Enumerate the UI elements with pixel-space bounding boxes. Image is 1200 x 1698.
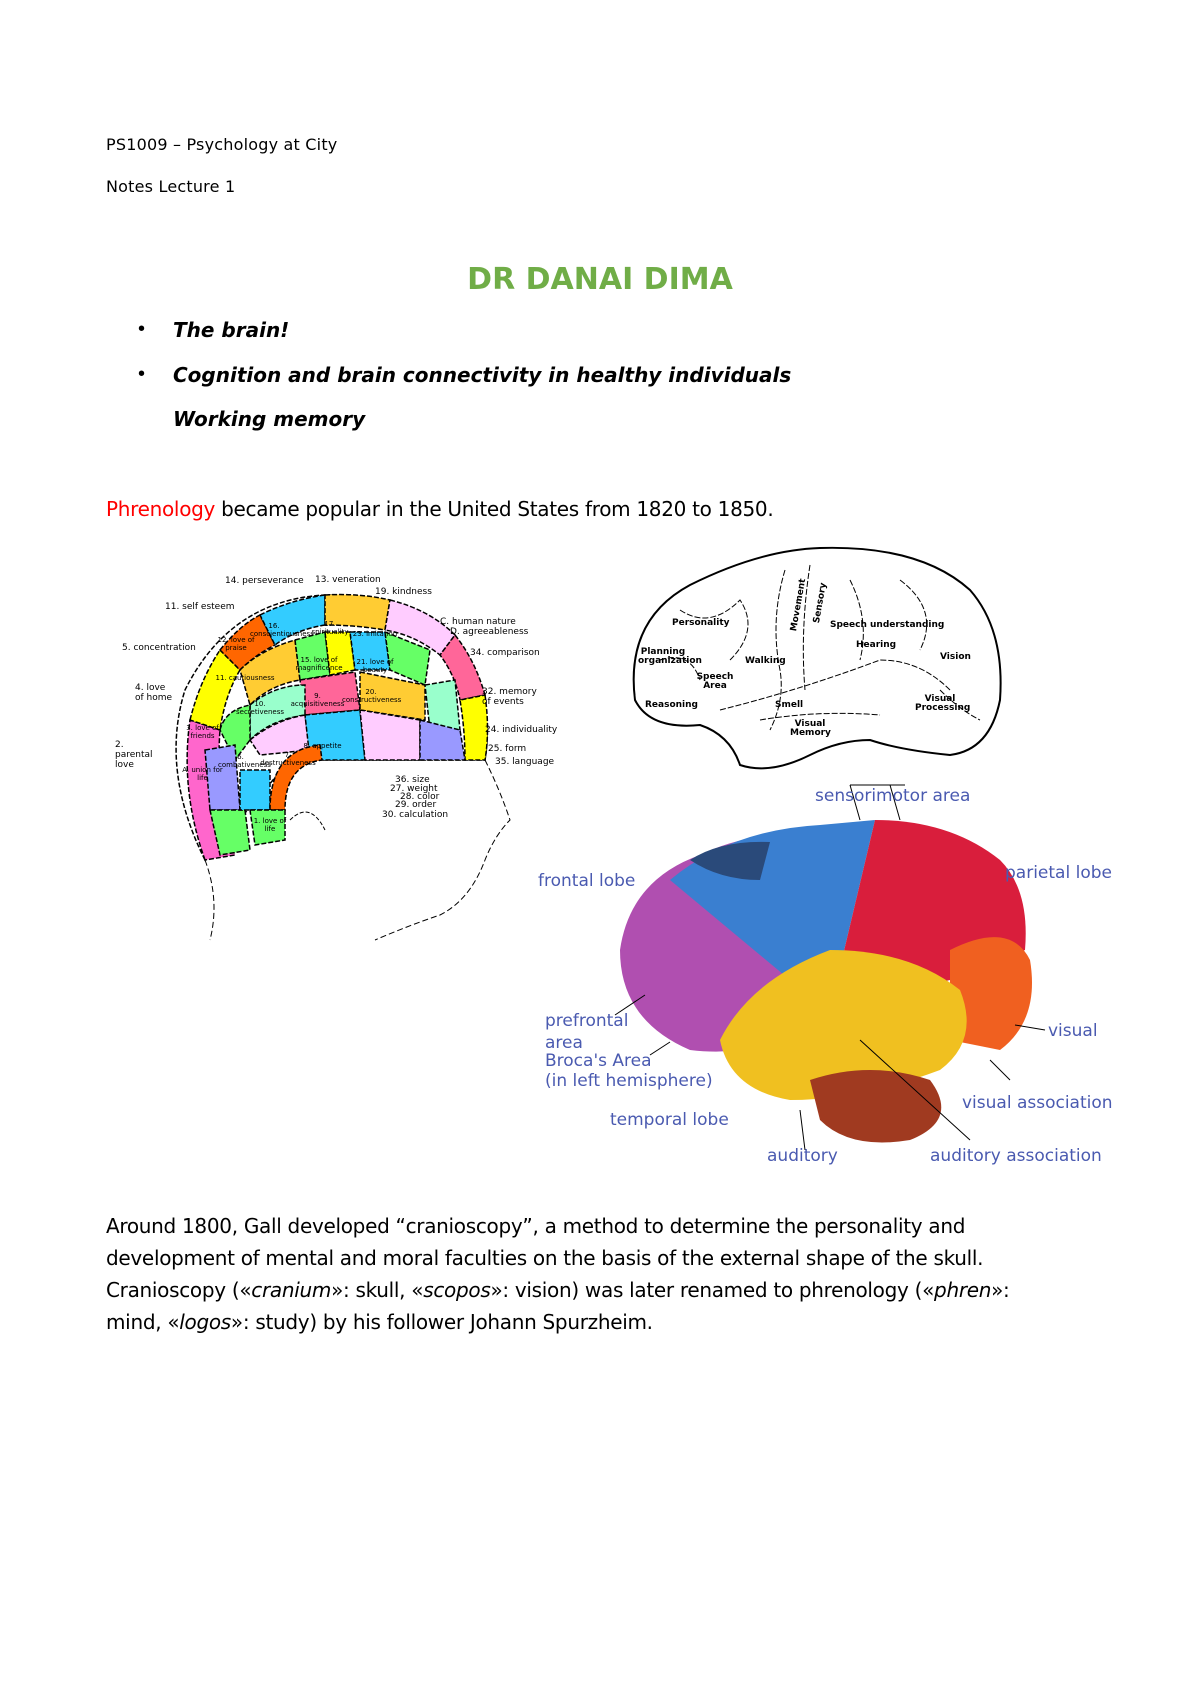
- phrenology-label: 2. parental love: [115, 740, 153, 770]
- course-header: PS1009 – Psychology at City: [106, 135, 338, 154]
- phrenology-label: 27. weight: [390, 784, 438, 794]
- phrenology-label: 16. conscientiousness: [250, 622, 314, 638]
- brain-lobe-label: (in left hemisphere): [545, 1071, 713, 1091]
- phrenology-label: 30. calculation: [382, 810, 449, 820]
- term-scopos: scopos: [423, 1278, 491, 1302]
- brain-label: Reasoning: [645, 700, 698, 710]
- phrenology-highlight: Phrenology: [106, 497, 216, 521]
- term-cranium: cranium: [251, 1278, 332, 1302]
- paragraph-text: »: vision) was later renamed to phrenolo…: [490, 1278, 935, 1302]
- phrenology-label: 12. love of praise: [217, 636, 255, 652]
- phrenology-label: D. agreeableness: [450, 627, 529, 637]
- bullet-item: Cognition and brain connectivity in heal…: [173, 363, 792, 387]
- brain-lobe-label: auditory association: [930, 1146, 1102, 1166]
- phrenology-label: 6. combativeness: [218, 753, 271, 769]
- brain-lobes-drawing: [614, 784, 1046, 1151]
- brain-label: Speech Area: [696, 672, 734, 691]
- paragraph-text: »: study) by his follower Johann Spurzhe…: [230, 1310, 653, 1334]
- bullet-item: The brain!: [173, 318, 290, 342]
- brain-lobe-label: sensorimotor area: [815, 786, 971, 806]
- notes-header: Notes Lecture 1: [106, 177, 236, 196]
- brain-lobe-label: frontal lobe: [538, 871, 636, 891]
- phrenology-label: 4. love of home: [135, 683, 173, 703]
- paragraph-text: »: skull, «: [331, 1278, 424, 1302]
- phrenology-label: C. human nature: [440, 617, 516, 627]
- phrenology-label: 1. love of life: [253, 817, 287, 833]
- paragraph-text: »: mind, «: [106, 1278, 1010, 1334]
- phrenology-label: 35. language: [495, 757, 555, 767]
- brain-functions-figure: Personality Movement Sensory Speech unde…: [620, 540, 1010, 785]
- phrenology-label: 21. love of beauty: [356, 658, 394, 674]
- phrenology-label: 29. order: [395, 800, 437, 810]
- brain-label: Visual Processing: [915, 694, 971, 713]
- phrenology-label: 15. love of magnificence: [295, 656, 343, 672]
- phrenology-label: 17. spirituality: [311, 620, 349, 636]
- phrenology-label: 25. form: [488, 744, 527, 754]
- phrenology-label: 10. secretiveness: [235, 700, 284, 716]
- phrenology-label: 13. veneration: [315, 575, 381, 585]
- phrenology-label: A. union for life: [182, 766, 223, 782]
- phrenology-sentence: Phrenology became popular in the United …: [106, 493, 774, 525]
- phrenology-label: 14. perseverance: [225, 576, 304, 586]
- phrenology-label: 7. destructiveness: [260, 751, 316, 767]
- sub-item: Working memory: [173, 407, 366, 431]
- phrenology-head-drawing: [175, 593, 511, 941]
- phrenology-label: 23. imitation: [352, 630, 398, 638]
- brain-outline-drawing: [632, 546, 1002, 770]
- brain-label: Walking: [745, 656, 786, 666]
- brain-lobes-figure: sensorimotor area frontal lobe parietal …: [530, 780, 1113, 1170]
- brain-lobe-label: prefrontal area: [545, 1011, 629, 1053]
- phrenology-label: 32. memory of events: [482, 687, 537, 707]
- brain-label: Visual Memory: [790, 719, 831, 738]
- phrenology-label: 11. cautiousness: [215, 674, 275, 682]
- brain-lobe-label: visual: [1048, 1021, 1098, 1041]
- term-phren: phren: [934, 1278, 992, 1302]
- brain-lobe-label: visual association: [962, 1093, 1113, 1113]
- brain-label: Personality: [672, 618, 730, 628]
- brain-label: Speech understanding: [830, 620, 945, 630]
- brain-lobe-label: parietal lobe: [1005, 863, 1112, 883]
- brain-label: Hearing: [856, 640, 897, 650]
- brain-lobe-label: temporal lobe: [610, 1110, 729, 1130]
- brain-label: Vision: [940, 652, 971, 662]
- phrenology-label: 24. individuality: [485, 725, 558, 735]
- phrenology-label: 36. size: [395, 775, 430, 785]
- phrenology-label: 28. color: [400, 792, 440, 802]
- phrenology-label: 9. acquisitiveness: [290, 692, 345, 708]
- phrenology-label: 19. kindness: [375, 587, 432, 597]
- phrenology-label: 5. concentration: [122, 643, 196, 653]
- brain-label: Smell: [775, 700, 804, 710]
- cranioscopy-paragraph: Around 1800, Gall developed “cranioscopy…: [106, 1210, 1036, 1338]
- phrenology-text: became popular in the United States from…: [215, 497, 774, 521]
- phrenology-label: 3. love of friends: [186, 724, 219, 740]
- phrenology-head-figure: 14. perseverance 13. veneration 19. kind…: [110, 570, 560, 960]
- phrenology-label: 8. appetite: [303, 742, 342, 750]
- bullet-icon: •: [138, 318, 146, 340]
- phrenology-label: 34. comparison: [470, 648, 540, 658]
- brain-lobe-label: Broca's Area: [545, 1051, 652, 1071]
- page-title: DR DANAI DIMA: [467, 262, 733, 297]
- phrenology-label: 20. constructiveness: [342, 688, 402, 704]
- term-logos: logos: [179, 1310, 231, 1334]
- bullet-icon: •: [138, 363, 146, 385]
- paragraph-text: Around 1800, Gall developed “cranioscopy…: [106, 1214, 984, 1302]
- brain-label: Planning organization: [638, 647, 702, 666]
- brain-lobe-label: auditory: [767, 1146, 838, 1166]
- phrenology-label: 11. self esteem: [165, 602, 235, 612]
